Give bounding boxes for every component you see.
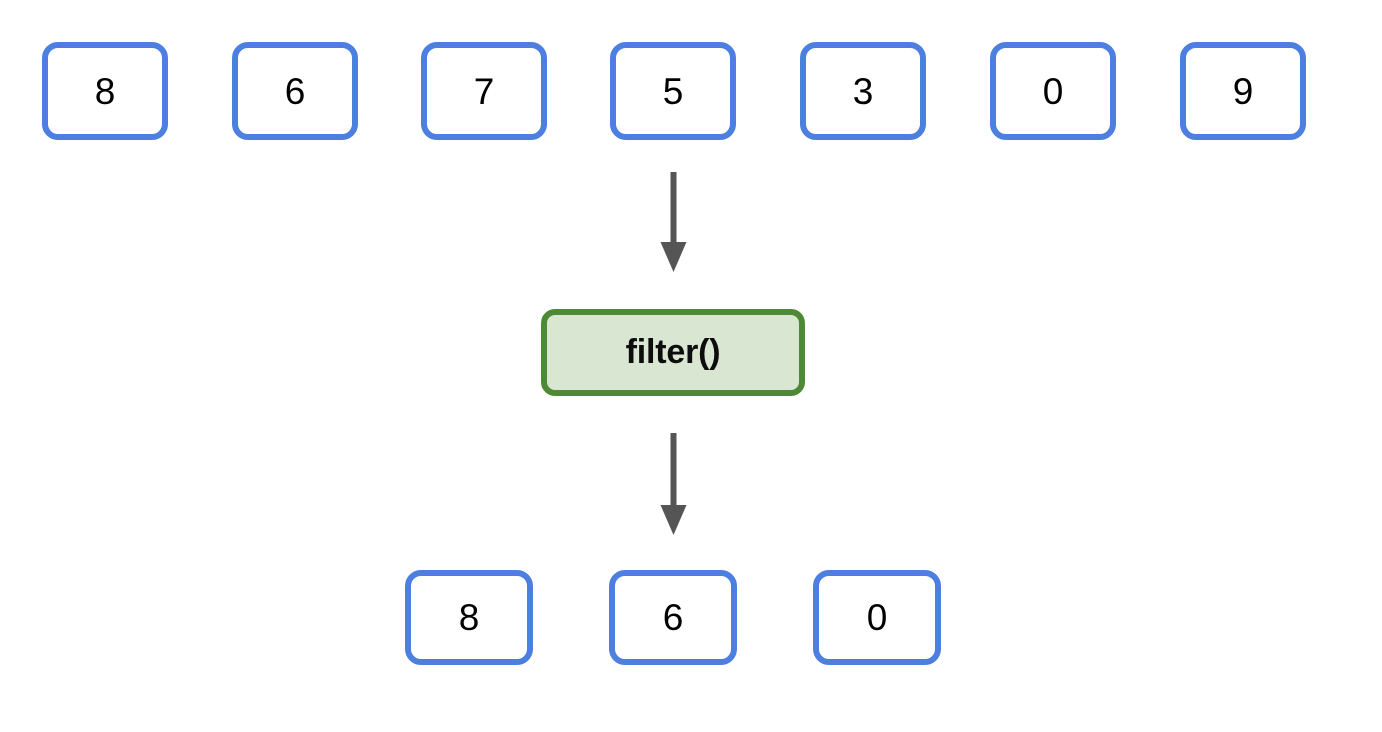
input-box-value: 9 [1232, 70, 1254, 112]
input-box-5[interactable]: 0 [990, 42, 1116, 140]
input-box-value: 7 [473, 70, 495, 112]
filter-operation-label: filter() [625, 333, 721, 371]
input-box-1[interactable]: 6 [232, 42, 358, 140]
arrow-input-to-filter [660, 172, 687, 272]
input-box-0[interactable]: 8 [42, 42, 168, 140]
arrow-filter-to-output [660, 433, 687, 535]
input-box-value: 5 [662, 70, 684, 112]
input-box-value: 8 [94, 70, 116, 112]
output-box-value: 0 [866, 597, 888, 638]
output-box-1[interactable]: 6 [609, 570, 737, 665]
input-box-4[interactable]: 3 [800, 42, 926, 140]
input-box-3[interactable]: 5 [610, 42, 736, 140]
output-box-value: 8 [458, 597, 480, 638]
output-box-0[interactable]: 8 [405, 570, 533, 665]
output-box-2[interactable]: 0 [813, 570, 941, 665]
input-box-value: 6 [284, 70, 306, 112]
output-box-value: 6 [662, 597, 684, 638]
input-box-value: 3 [852, 70, 874, 112]
input-box-2[interactable]: 7 [421, 42, 547, 140]
filter-operation-node[interactable]: filter() [541, 309, 805, 396]
input-box-value: 0 [1042, 70, 1064, 112]
input-box-6[interactable]: 9 [1180, 42, 1306, 140]
